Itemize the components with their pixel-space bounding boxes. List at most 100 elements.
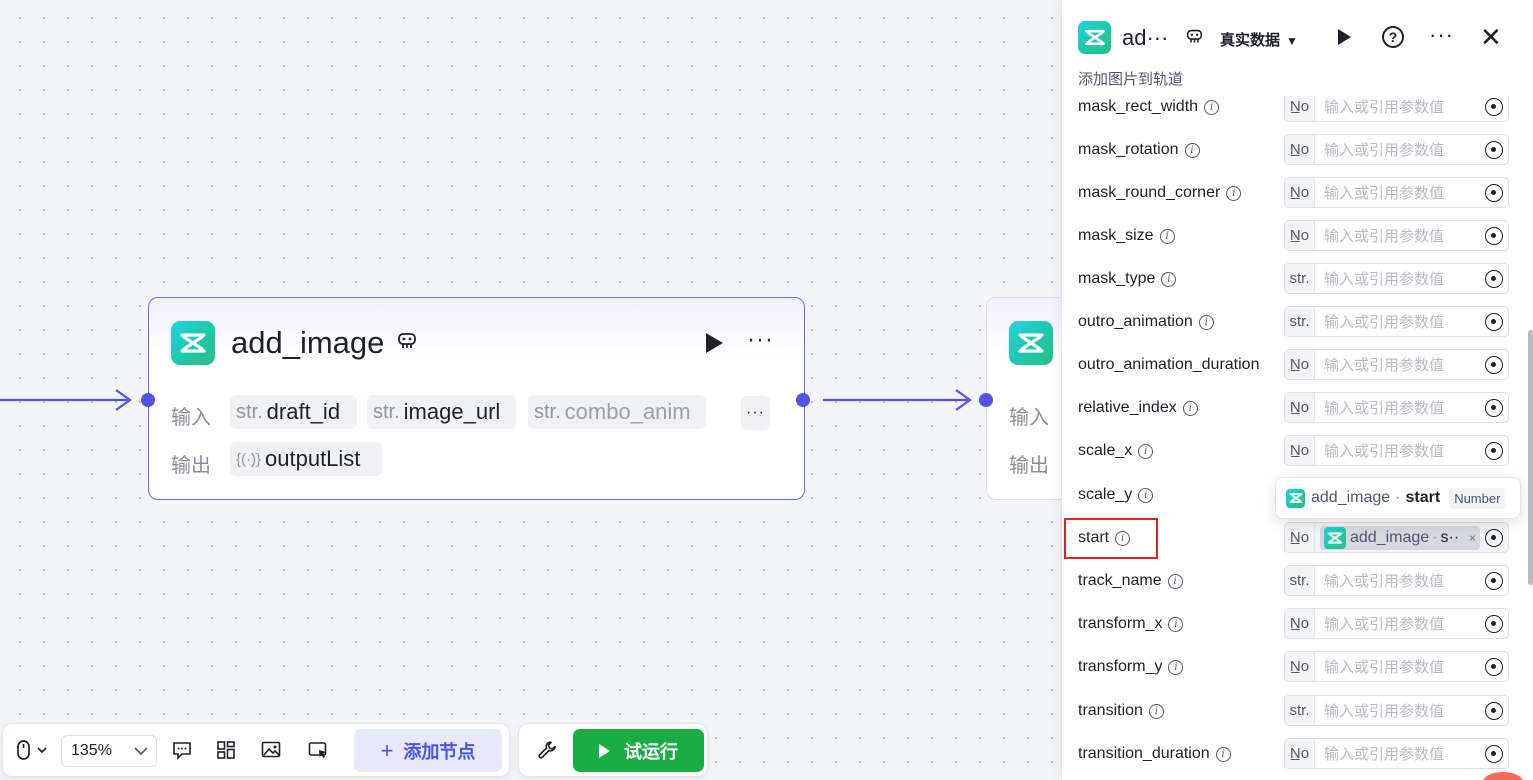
reference-variable-icon[interactable] [1482, 655, 1505, 678]
param-input[interactable]: str.输入或引用参数值 [1284, 695, 1509, 726]
reference-variable-icon[interactable] [1482, 95, 1505, 118]
add-node-button[interactable]: + 添加节点 [354, 729, 502, 772]
inputs-more-button[interactable]: ··· [741, 396, 770, 430]
node-next-input-port[interactable] [979, 393, 993, 407]
info-icon[interactable]: i [1167, 573, 1183, 589]
help-icon[interactable]: ? [1382, 26, 1404, 48]
info-icon[interactable]: i [1198, 314, 1214, 330]
param-input[interactable]: str.输入或引用参数值 [1284, 263, 1509, 294]
remove-reference-icon[interactable]: × [1468, 530, 1476, 545]
reference-variable-icon[interactable] [1482, 742, 1505, 765]
input-placeholder: 输入或引用参数值 [1324, 746, 1445, 763]
type-number-icon: N̲o [1285, 350, 1315, 379]
reference-variable-icon[interactable] [1482, 569, 1505, 592]
capcut-logo-icon [1324, 526, 1346, 549]
run-toolbar: 试运行 [518, 723, 708, 777]
input-tag-image-url[interactable]: str. image_url [367, 395, 516, 429]
panel-title: ad··· [1122, 25, 1169, 50]
param-name: transition [1078, 702, 1143, 719]
node-add-image[interactable]: add_image ··· 输入 str. draft_id str. imag… [148, 297, 805, 500]
node-output-port[interactable] [796, 393, 810, 407]
input-tag-draft-id[interactable]: str. draft_id [230, 395, 357, 429]
panel-scrollbar[interactable] [1528, 330, 1533, 585]
reference-variable-icon[interactable] [1482, 138, 1505, 161]
reference-variable-icon[interactable] [1482, 267, 1505, 290]
info-icon[interactable]: i [1215, 746, 1231, 762]
input-placeholder: 输入或引用参数值 [1324, 357, 1445, 374]
reference-variable-icon[interactable] [1482, 310, 1505, 333]
input-placeholder: 输入或引用参数值 [1324, 142, 1445, 159]
info-icon[interactable]: i [1184, 142, 1200, 158]
info-icon[interactable]: i [1182, 400, 1198, 416]
input-tag-combo-anim[interactable]: str. combo_anim [528, 395, 706, 429]
panel-run-button[interactable] [1335, 27, 1353, 47]
info-icon[interactable]: i [1138, 443, 1154, 459]
reference-variable-icon[interactable] [1482, 612, 1505, 635]
info-icon[interactable]: i [1226, 185, 1242, 201]
reference-variable-icon[interactable] [1482, 224, 1505, 247]
caret-down-icon: ▼ [1286, 34, 1298, 48]
param-input[interactable]: str.输入或引用参数值 [1284, 565, 1509, 596]
info-icon[interactable]: i [1161, 271, 1177, 287]
layout-grid-icon[interactable] [215, 739, 237, 761]
reference-variable-icon[interactable] [1482, 439, 1505, 462]
reference-variable-icon[interactable] [1482, 396, 1505, 419]
test-run-button[interactable]: 试运行 [573, 729, 704, 772]
type-string-icon: str. [1285, 566, 1315, 595]
mouse-mode-icon[interactable] [15, 739, 51, 761]
param-name: mask_type [1078, 270, 1156, 287]
type-string-icon: str. [1285, 307, 1315, 336]
param-input-start[interactable]: N̲o add_image · s·· × [1284, 522, 1509, 553]
reference-chip[interactable]: add_image · s·· × [1320, 525, 1480, 550]
plugin-icon [1186, 28, 1203, 50]
node-run-button[interactable] [702, 330, 726, 356]
panel-subtitle: 添加图片到轨道 [1078, 71, 1184, 88]
debug-wrench-icon[interactable] [536, 739, 558, 761]
info-icon[interactable]: i [1168, 659, 1184, 675]
param-input[interactable]: str.输入或引用参数值 [1284, 306, 1509, 337]
info-icon[interactable]: i [1168, 616, 1184, 632]
info-icon[interactable]: i [1115, 530, 1131, 546]
image-icon[interactable] [260, 739, 282, 761]
reference-variable-icon[interactable] [1482, 526, 1505, 549]
info-icon[interactable]: i [1138, 487, 1154, 503]
reference-tooltip: add_image · start Number [1275, 477, 1521, 519]
node-more-button[interactable]: ··· [747, 326, 774, 353]
info-icon[interactable]: i [1204, 99, 1220, 115]
panel-more-button[interactable]: ··· [1429, 22, 1454, 47]
info-icon[interactable]: i [1159, 228, 1175, 244]
param-input[interactable]: N̲o 输入或引用参数值 [1284, 349, 1509, 380]
input-placeholder: 输入或引用参数值 [1324, 616, 1445, 633]
plus-icon: + [380, 737, 394, 763]
zoom-select[interactable]: 135% [61, 735, 157, 767]
data-mode-dropdown[interactable]: 真实数据▼ [1220, 32, 1298, 49]
reference-variable-icon[interactable] [1482, 699, 1505, 722]
comment-icon[interactable] [171, 739, 193, 761]
minimap-icon[interactable] [307, 739, 329, 761]
info-icon[interactable]: i [1148, 703, 1164, 719]
type-number-icon: N̲o [1285, 178, 1315, 207]
corner-badge [1483, 772, 1523, 780]
param-name: scale_x [1078, 442, 1133, 459]
node-input-port[interactable] [141, 393, 155, 407]
param-name: transform_y [1078, 658, 1163, 675]
input-placeholder: 输入或引用参数值 [1324, 271, 1445, 288]
close-icon[interactable]: ✕ [1480, 22, 1502, 52]
output-tag-outputlist[interactable]: {(·)} outputList [230, 442, 382, 476]
reference-field: s·· [1440, 528, 1460, 546]
reference-variable-icon[interactable] [1482, 181, 1505, 204]
reference-variable-icon[interactable] [1482, 353, 1505, 376]
